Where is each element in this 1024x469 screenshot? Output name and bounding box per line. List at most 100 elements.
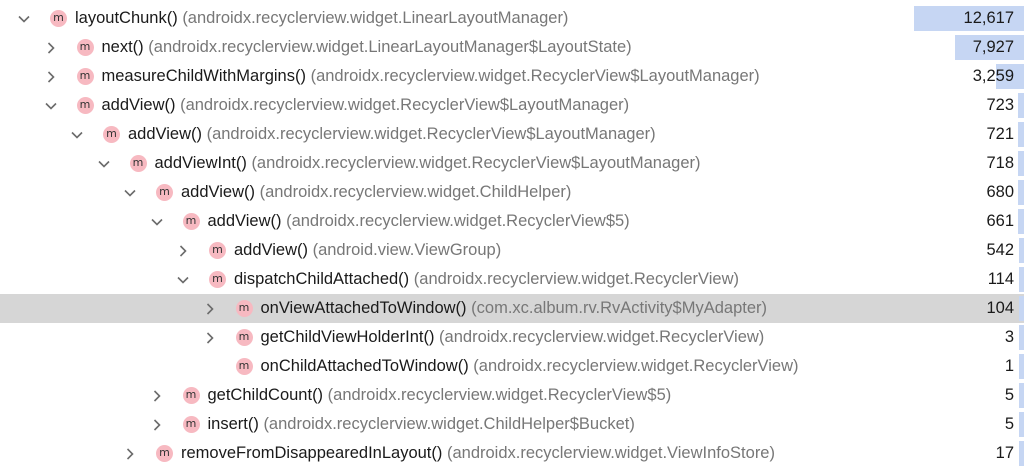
method-name: addView() <box>128 125 202 143</box>
count-bar <box>914 6 1024 31</box>
method-name: addViewInt() <box>154 154 247 172</box>
count-value: 661 <box>986 212 1014 230</box>
method-class: (android.view.ViewGroup) <box>312 241 502 259</box>
method-label: onViewAttachedToWindow() (com.xc.album.r… <box>261 294 768 323</box>
chevron-right-icon[interactable] <box>203 323 217 352</box>
tree-row[interactable]: m measureChildWithMargins() (androidx.rec… <box>0 62 1024 91</box>
count-bar <box>1019 267 1024 292</box>
chevron-down-icon[interactable] <box>176 265 190 294</box>
count-value: 3 <box>1004 328 1014 346</box>
tree-row[interactable]: m getChildCount() (androidx.recyclerview.… <box>0 381 1024 410</box>
chevron-down-icon[interactable] <box>17 4 31 33</box>
method-class: (androidx.recyclerview.widget.RecyclerVi… <box>180 96 630 114</box>
method-class: (com.xc.album.rv.RvActivity$MyAdapter) <box>471 299 767 317</box>
chevron-right-icon[interactable] <box>44 62 58 91</box>
method-label: getChildCount() (androidx.recyclerview.w… <box>208 381 672 410</box>
count-bar <box>995 64 1024 89</box>
count-value: 721 <box>986 125 1014 143</box>
count-bar <box>1019 412 1024 437</box>
method-class: (androidx.recyclerview.widget.ViewInfoSt… <box>446 444 775 462</box>
method-name: layoutChunk() <box>75 9 178 27</box>
count-bar <box>1019 325 1024 350</box>
method-icon: m <box>156 184 173 201</box>
method-name: dispatchChildAttached() <box>234 270 410 288</box>
method-name: next() <box>101 38 144 56</box>
method-class: (androidx.recyclerview.widget.LinearLayo… <box>182 9 569 27</box>
method-label: addView() (androidx.recyclerview.widget.… <box>208 207 630 236</box>
count-value: 680 <box>986 183 1014 201</box>
count-bar <box>1018 180 1024 205</box>
method-icon: m <box>182 416 200 433</box>
method-label: addView() (androidx.recyclerview.widget.… <box>181 178 571 207</box>
chevron-right-icon[interactable] <box>44 33 58 62</box>
method-class: (androidx.recyclerview.widget.RecyclerVi… <box>327 386 672 404</box>
method-icon: m <box>156 445 173 462</box>
count-value: 723 <box>986 96 1014 114</box>
tree-row[interactable]: m insert() (androidx.recyclerview.widget.… <box>0 410 1024 439</box>
method-name: measureChildWithMargins() <box>101 67 306 85</box>
method-name: addView() <box>101 96 176 114</box>
method-icon: m <box>182 387 200 404</box>
method-label: removeFromDisappearedInLayout() (android… <box>181 439 775 468</box>
method-label: layoutChunk() (androidx.recyclerview.wid… <box>75 4 568 33</box>
count-value: 542 <box>986 241 1014 259</box>
method-label: onChildAttachedToWindow() (androidx.recy… <box>261 352 799 381</box>
count-bar <box>1019 441 1024 466</box>
count-bar <box>1017 122 1024 147</box>
chevron-down-icon[interactable] <box>44 91 58 120</box>
tree-row[interactable]: m removeFromDisappearedInLayout() (androi… <box>0 439 1024 468</box>
count-bar <box>1019 354 1024 379</box>
count-value: 114 <box>987 270 1014 288</box>
chevron-right-icon[interactable] <box>150 410 164 439</box>
count-bar <box>954 35 1024 60</box>
method-icon: m <box>129 155 147 172</box>
method-label: addView() (androidx.recyclerview.widget.… <box>102 91 630 120</box>
chevron-right-icon[interactable] <box>123 439 137 468</box>
count-bar <box>1017 93 1024 118</box>
chevron-down-icon[interactable] <box>123 178 137 207</box>
method-icon: m <box>235 300 253 317</box>
method-label: insert() (androidx.recyclerview.widget.C… <box>208 410 635 439</box>
method-class: (androidx.recyclerview.widget.RecyclerVi… <box>439 328 765 346</box>
method-icon: m <box>76 68 94 85</box>
method-label: getChildViewHolderInt() (androidx.recycl… <box>261 323 765 352</box>
method-name: onChildAttachedToWindow() <box>260 357 469 375</box>
chevron-down-icon[interactable] <box>97 149 111 178</box>
method-name: onViewAttachedToWindow() <box>260 299 467 317</box>
chevron-right-icon[interactable] <box>203 294 217 323</box>
count-value: 7,927 <box>972 38 1014 56</box>
method-name: getChildViewHolderInt() <box>260 328 435 346</box>
tree-row[interactable]: m addView() (androidx.recyclerview.widget… <box>0 178 1024 207</box>
method-class: (androidx.recyclerview.widget.RecyclerVi… <box>206 125 656 143</box>
method-name: addView() <box>207 212 282 230</box>
count-value: 17 <box>995 444 1014 462</box>
tree-row[interactable]: m onViewAttachedToWindow() (com.xc.album.… <box>0 294 1024 323</box>
method-name: insert() <box>207 415 259 433</box>
chevron-right-icon[interactable] <box>176 236 190 265</box>
method-name: getChildCount() <box>207 386 324 404</box>
method-label: measureChildWithMargins() (androidx.recy… <box>102 62 760 91</box>
chevron-down-icon[interactable] <box>70 120 84 149</box>
chevron-down-icon[interactable] <box>150 207 164 236</box>
method-class: (androidx.recyclerview.widget.LinearLayo… <box>148 38 632 56</box>
method-class: (androidx.recyclerview.widget.ChildHelpe… <box>259 183 572 201</box>
method-icon: m <box>209 242 226 259</box>
count-bar <box>1019 238 1024 263</box>
count-value: 1 <box>1004 357 1014 375</box>
method-label: next() (androidx.recyclerview.widget.Lin… <box>102 33 632 62</box>
count-value: 5 <box>1004 415 1014 433</box>
chevron-right-icon[interactable] <box>150 381 164 410</box>
count-value: 5 <box>1004 386 1014 404</box>
method-class: (androidx.recyclerview.widget.ChildHelpe… <box>263 415 635 433</box>
